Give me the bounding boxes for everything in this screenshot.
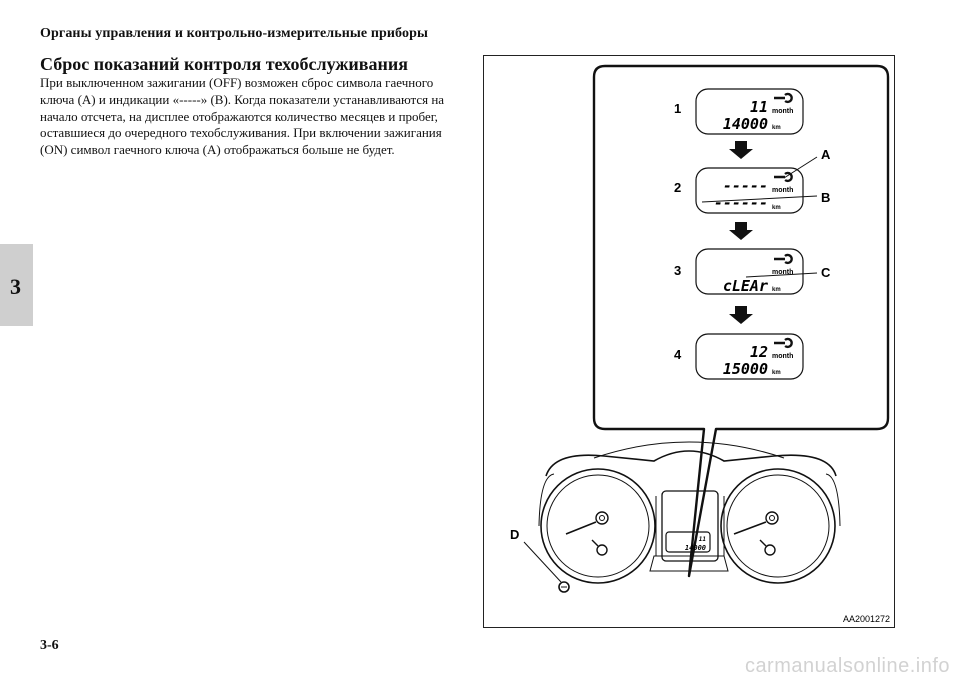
display-step-1: 11 month 14000 km (695, 88, 804, 135)
arrow-down-icon (729, 141, 753, 159)
section-paragraph: При выключенном зажигании (OFF) возможен… (40, 75, 445, 158)
unit-month: month (772, 108, 793, 115)
instrument-cluster (538, 441, 841, 584)
figure-code: AA2001272 (843, 614, 890, 624)
lcd-dashes-bottom: ------ (714, 194, 768, 212)
arrow-down-icon (729, 222, 753, 240)
lcd-distance: 14000 (723, 115, 768, 133)
step-number-3: 3 (674, 263, 681, 278)
callout-d: D (510, 527, 519, 542)
unit-month: month (772, 269, 793, 276)
callout-a: A (821, 147, 831, 162)
arrow-down-icon (729, 306, 753, 324)
lcd-clear: cLEAr (723, 277, 768, 295)
figure-illustration: 11 month 14000 km 1 ----- month ------ k… (510, 64, 890, 624)
lcd-distance: 15000 (723, 360, 768, 378)
unit-km: km (772, 205, 781, 211)
callout-b: B (821, 190, 830, 205)
step-number-2: 2 (674, 180, 681, 195)
cluster-display-months: 11 (699, 536, 706, 543)
lcd-months: 11 (750, 98, 768, 116)
step-number-1: 1 (674, 101, 681, 116)
chapter-tab: 3 (0, 244, 33, 326)
watermark: carmanualsonline.info (744, 655, 950, 677)
lcd-dashes-top: ----- (723, 177, 768, 195)
chapter-number: 3 (10, 274, 21, 299)
page-number: 3-6 (40, 638, 59, 653)
display-step-4: 12 month 15000 km (695, 333, 804, 380)
running-header: Органы управления и контрольно-измерител… (40, 26, 428, 41)
display-step-3: month cLEAr km (695, 248, 804, 295)
unit-month: month (772, 187, 793, 194)
callout-c: C (821, 265, 831, 280)
unit-km: km (772, 125, 781, 131)
unit-km: km (772, 370, 781, 376)
unit-km: km (772, 287, 781, 293)
maintenance-reset-figure: 11 month 14000 km 1 ----- month ------ k… (483, 55, 895, 628)
step-number-4: 4 (674, 347, 682, 362)
lcd-months: 12 (750, 343, 768, 361)
display-step-2: ----- month ------ km (695, 167, 804, 214)
unit-month: month (772, 353, 793, 360)
section-title: Сброс показаний контроля техобслуживания (40, 54, 408, 74)
cluster-display-distance: 14000 (685, 544, 706, 552)
